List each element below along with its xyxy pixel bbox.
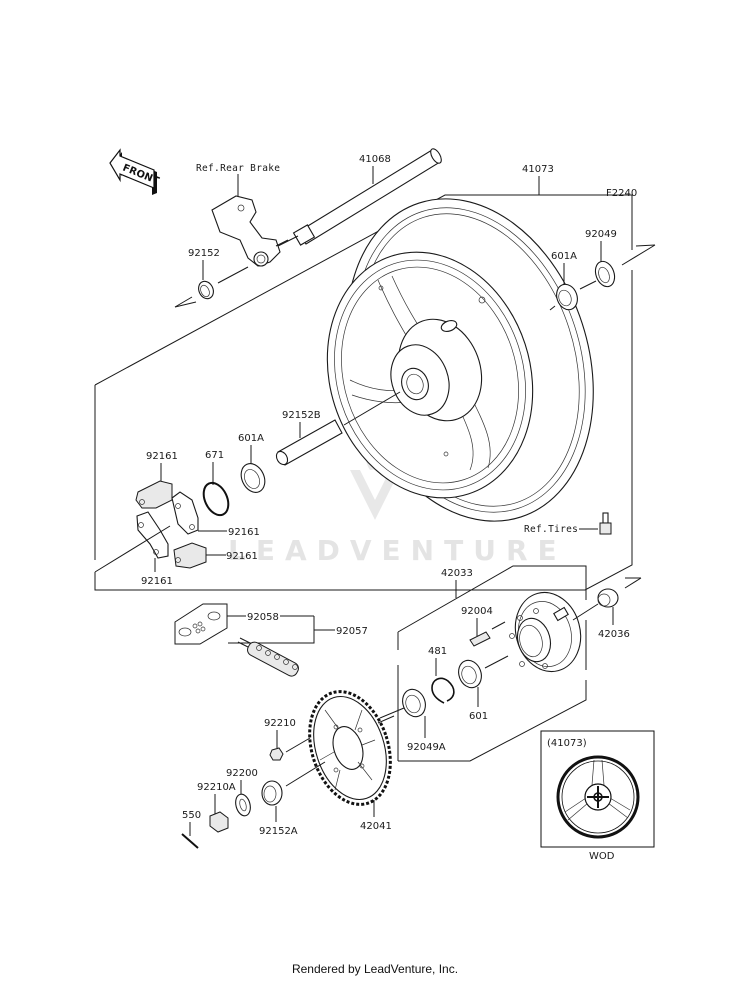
oil-seal-right	[594, 260, 616, 288]
label-92161-mid: 92161	[228, 527, 260, 538]
rear-wheel-rim	[326, 198, 594, 522]
label-92210A: 92210A	[197, 782, 236, 793]
inset-wheel-variant: (41073) WOD	[540, 730, 655, 862]
collar-left	[198, 280, 214, 300]
stud-bolt	[469, 631, 491, 647]
label-92161-bottom: 92161	[141, 576, 173, 587]
circlip	[431, 677, 455, 704]
label-92057: 92057	[336, 626, 368, 637]
label-481: 481	[428, 646, 447, 657]
ref-tires-label: Ref.Tires	[524, 524, 578, 535]
label-92152: 92152	[188, 248, 220, 259]
label-92210: 92210	[264, 718, 296, 729]
label-92161-lower: 92161	[226, 551, 258, 562]
collar-center	[275, 419, 343, 466]
watermark: LEADVENTURE	[228, 432, 567, 567]
bearing-right	[556, 283, 578, 311]
rear-sprocket	[308, 690, 392, 806]
label-92049A: 92049A	[407, 742, 446, 753]
watermark-text: LEADVENTURE	[228, 534, 567, 567]
rear-axle	[277, 148, 442, 247]
label-671: 671	[205, 450, 224, 461]
label-601A-left: 601A	[238, 433, 264, 444]
inset-caption: WOD	[589, 851, 615, 862]
label-92152A: 92152A	[259, 826, 298, 837]
hub-damper-bottom	[136, 511, 169, 559]
label-92200: 92200	[226, 768, 258, 779]
bearing-left	[240, 463, 266, 493]
ref-rear-brake-label: Ref.Rear Brake	[196, 163, 280, 174]
label-601A-right: 601A	[551, 251, 577, 262]
label-550: 550	[182, 810, 201, 821]
sprocket-nut	[269, 747, 284, 761]
label-92004: 92004	[461, 606, 493, 617]
label-92152B: 92152B	[282, 410, 321, 421]
inset-label: (41073)	[547, 738, 587, 749]
figure-code: F2240	[606, 188, 637, 199]
label-92049: 92049	[585, 229, 617, 240]
bearing-coupling	[458, 659, 482, 689]
coupling-collar	[597, 588, 619, 608]
label-41073: 41073	[522, 164, 554, 175]
sprocket-coupling	[509, 591, 582, 673]
hub-damper-mid	[171, 491, 199, 535]
chain-joint-kit	[174, 603, 228, 645]
cotter-pin	[181, 833, 199, 849]
hub-damper-top	[135, 480, 173, 509]
o-ring	[202, 481, 230, 517]
tire-valve	[599, 512, 612, 535]
label-42041: 42041	[360, 821, 392, 832]
drive-chain	[237, 637, 299, 677]
washer	[235, 793, 251, 817]
label-92161-top: 92161	[146, 451, 178, 462]
label-601: 601	[469, 711, 488, 722]
footer-credit: Rendered by LeadVenture, Inc.	[291, 962, 459, 976]
sprocket-collar	[261, 780, 283, 806]
label-92058: 92058	[247, 612, 279, 623]
label-41068: 41068	[359, 154, 391, 165]
axle-nut	[209, 811, 229, 833]
rear-brake-caliper-bracket	[211, 195, 289, 267]
oil-seal-coupling	[402, 688, 426, 718]
front-arrow-icon: FRONT	[109, 148, 161, 195]
hub-damper-lower	[173, 542, 207, 569]
label-42033: 42033	[441, 568, 473, 579]
label-42036: 42036	[598, 629, 630, 640]
